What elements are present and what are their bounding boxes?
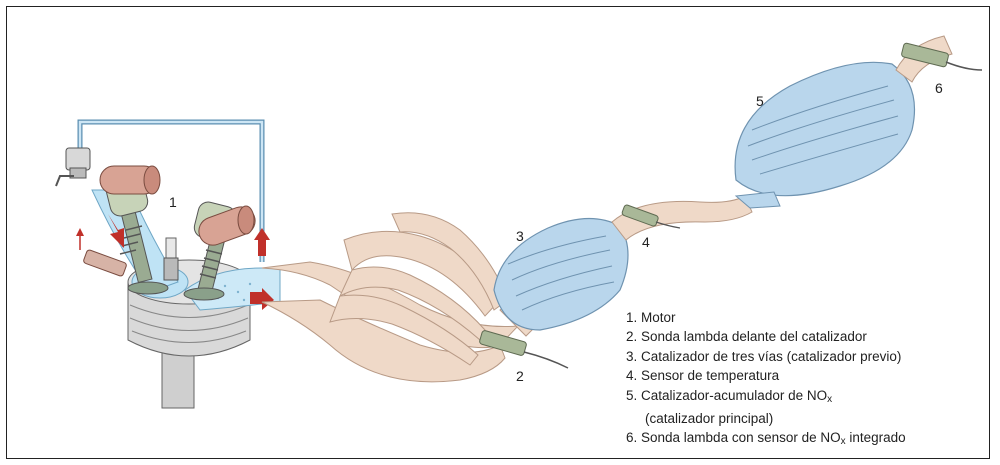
callout-4: 4: [642, 234, 650, 250]
legend-item-1: 1. Motor: [626, 308, 906, 327]
pre-catalyst: [494, 218, 628, 330]
legend: 1. Motor 2. Sonda lambda delante del cat…: [626, 308, 906, 452]
callout-6: 6: [935, 80, 943, 96]
legend-item-5: 5. Catalizador-acumulador de NOx: [626, 386, 906, 409]
callout-5: 5: [756, 93, 764, 109]
callout-1: 1: [169, 194, 177, 210]
egr-valve-icon: [56, 148, 90, 186]
main-catalyst: [735, 62, 914, 208]
callout-3: 3: [516, 228, 524, 244]
legend-item-5-sub: x: [827, 394, 832, 405]
exhaust-manifold: [262, 213, 518, 382]
legend-item-5-text: 5. Catalizador-acumulador de NO: [626, 388, 827, 403]
spark-plug-icon: [164, 238, 178, 280]
legend-item-5-cont: (catalizador principal): [626, 409, 906, 428]
callout-2: 2: [516, 368, 524, 384]
legend-item-6-tail: integrado: [846, 430, 906, 445]
legend-item-6: 6. Sonda lambda con sensor de NOx integr…: [626, 428, 906, 451]
legend-item-6-text: 6. Sonda lambda con sensor de NO: [626, 430, 841, 445]
legend-item-4: 4. Sensor de temperatura: [626, 366, 906, 385]
legend-item-2: 2. Sonda lambda delante del catalizador: [626, 327, 906, 346]
legend-item-3: 3. Catalizador de tres vías (catalizador…: [626, 347, 906, 366]
